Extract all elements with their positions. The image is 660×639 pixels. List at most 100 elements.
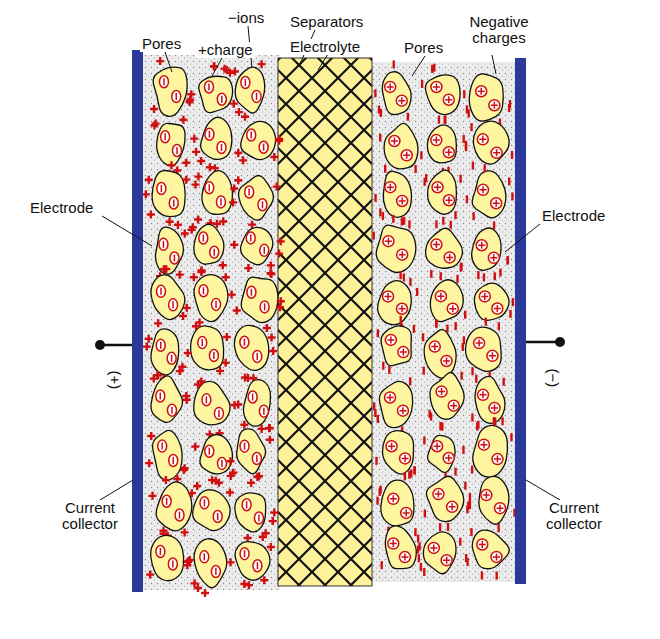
electrode-particles bbox=[142, 57, 515, 597]
cation-symbol bbox=[497, 505, 504, 512]
carbon-particle bbox=[428, 435, 456, 472]
cation-symbol bbox=[477, 539, 488, 550]
negative-charge bbox=[454, 322, 456, 330]
terminal-polarity: (−) bbox=[546, 367, 562, 390]
positive-charge bbox=[244, 374, 252, 382]
carbon-particle bbox=[425, 75, 460, 115]
negative-charge bbox=[435, 320, 437, 328]
positive-charge bbox=[188, 489, 196, 497]
anion-symbol bbox=[167, 404, 176, 416]
carbon-particle bbox=[151, 275, 185, 320]
carbon-particle bbox=[199, 76, 233, 112]
negative-charge bbox=[422, 333, 424, 341]
positive-charge bbox=[147, 211, 155, 219]
cation-symbol bbox=[476, 240, 487, 251]
anion-symbol bbox=[218, 410, 220, 417]
cation-symbol bbox=[397, 405, 408, 416]
positive-charge bbox=[222, 273, 230, 281]
negative-charge bbox=[423, 178, 425, 186]
positive-charge bbox=[247, 479, 255, 487]
negative-charge bbox=[417, 545, 419, 553]
anion-symbol bbox=[171, 407, 173, 414]
negative-charge bbox=[414, 528, 416, 536]
anion-symbol bbox=[246, 232, 255, 244]
negative-charge bbox=[462, 135, 464, 143]
positive-charge bbox=[174, 221, 182, 229]
carbon-particle bbox=[379, 381, 412, 427]
part-label: Pores bbox=[402, 40, 445, 56]
terminal-polarity: (+) bbox=[108, 369, 124, 392]
negative-charge bbox=[423, 436, 425, 444]
anion-symbol bbox=[264, 247, 266, 254]
carbon-particle bbox=[426, 228, 463, 268]
carbon-particle bbox=[427, 125, 456, 163]
positive-charge bbox=[194, 381, 202, 389]
cation-symbol bbox=[443, 453, 454, 464]
negative-charge bbox=[431, 65, 433, 73]
anion-symbol bbox=[202, 394, 211, 406]
negative-charge bbox=[384, 165, 386, 173]
anion-symbol bbox=[211, 565, 220, 577]
positive-charge bbox=[228, 291, 236, 299]
anion-symbol bbox=[260, 244, 269, 256]
anion-symbol bbox=[160, 288, 162, 295]
cation-symbol bbox=[479, 541, 486, 548]
carbon-particle bbox=[474, 283, 509, 320]
cation-symbol bbox=[385, 334, 396, 345]
negative-charge bbox=[495, 572, 497, 580]
anion-symbol bbox=[215, 301, 217, 308]
positive-charge bbox=[266, 436, 274, 444]
carbon-particle bbox=[382, 431, 413, 474]
positive-charge bbox=[275, 135, 283, 143]
anion-symbol bbox=[199, 285, 208, 297]
negative-charge bbox=[447, 523, 449, 531]
positive-charge bbox=[259, 533, 267, 541]
carbon-particle bbox=[152, 430, 182, 480]
positive-charge bbox=[156, 57, 164, 65]
carbon-particle bbox=[151, 535, 184, 580]
cation-symbol bbox=[491, 102, 498, 109]
anion-symbol bbox=[157, 183, 166, 195]
negative-charge bbox=[506, 257, 508, 265]
anion-symbol bbox=[262, 201, 264, 208]
carbon-particle bbox=[383, 171, 411, 217]
negative-charge bbox=[373, 232, 375, 240]
anion-symbol bbox=[253, 350, 262, 362]
negative-charge bbox=[509, 310, 511, 318]
positive-charge bbox=[145, 459, 153, 467]
anion-symbol bbox=[221, 460, 223, 467]
anion-symbol bbox=[200, 551, 209, 563]
carbon-particle bbox=[426, 476, 463, 521]
anion-symbol bbox=[214, 407, 223, 419]
carbon-particle bbox=[473, 121, 509, 164]
positive-charge bbox=[194, 584, 202, 592]
negative-charge bbox=[471, 413, 473, 421]
cation-symbol bbox=[399, 251, 406, 258]
positive-charge bbox=[230, 184, 238, 192]
negative-charge bbox=[510, 433, 512, 441]
negative-charge bbox=[485, 318, 487, 326]
anion-symbol bbox=[173, 144, 182, 156]
positive-charge bbox=[188, 226, 196, 234]
negative-charge bbox=[435, 220, 437, 228]
cation-symbol bbox=[441, 355, 452, 366]
positive-charge bbox=[192, 148, 200, 156]
positive-charge bbox=[223, 66, 231, 74]
cation-symbol bbox=[398, 97, 405, 104]
anion-symbol bbox=[244, 443, 246, 450]
anion-symbol bbox=[205, 445, 214, 457]
cation-symbol bbox=[481, 293, 488, 300]
positive-charge bbox=[179, 312, 187, 320]
cation-symbol bbox=[492, 303, 503, 314]
cation-symbol bbox=[432, 182, 443, 193]
cation-symbol bbox=[399, 197, 406, 204]
positive-charge bbox=[159, 527, 167, 535]
cation-symbol bbox=[443, 94, 454, 105]
anion-symbol bbox=[163, 78, 165, 85]
positive-charge bbox=[167, 161, 175, 169]
negative-charge bbox=[499, 269, 501, 277]
positive-charge bbox=[184, 349, 192, 357]
cation-symbol bbox=[480, 186, 487, 193]
cation-symbol bbox=[396, 303, 407, 314]
carbon-particle bbox=[155, 227, 183, 274]
